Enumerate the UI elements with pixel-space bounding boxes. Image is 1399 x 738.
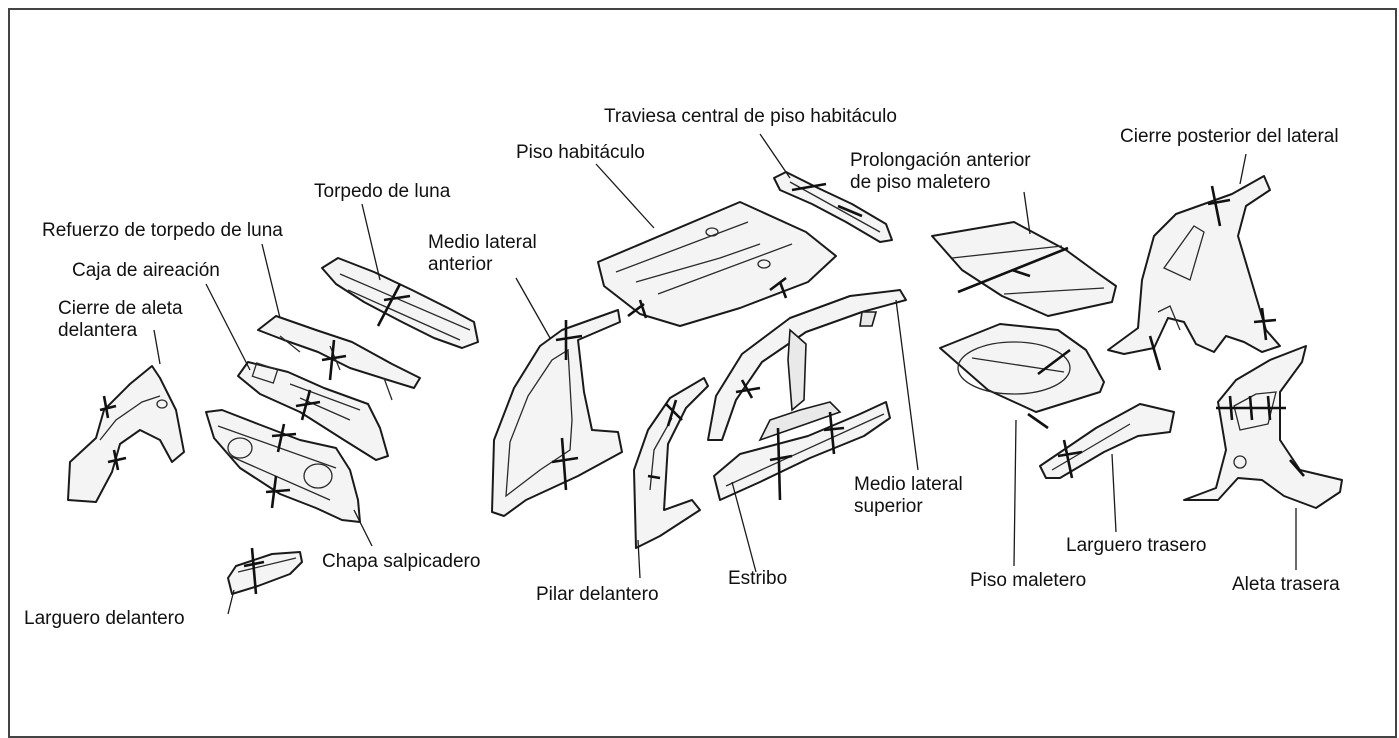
label-traviesa-central: Traviesa central de piso habitáculo (604, 106, 897, 127)
label-refuerzo-torpedo: Refuerzo de torpedo de luna (42, 220, 283, 241)
label-torpedo-luna: Torpedo de luna (314, 181, 451, 202)
rear-quarter-panel-part (1183, 345, 1343, 509)
leader-estribo (731, 481, 757, 573)
leader-piso-habitaculo (595, 163, 655, 229)
cowl-top-part (321, 257, 479, 349)
sill-part (713, 401, 891, 501)
label-piso-habitaculo: Piso habitáculo (516, 142, 645, 163)
label-larguero-trasero: Larguero trasero (1066, 535, 1207, 556)
label-cierre-posterior: Cierre posterior del lateral (1120, 126, 1339, 147)
leader-lines (153, 133, 1297, 615)
rear-side-closure-part (1107, 175, 1281, 371)
label-medio-lateral-superior: Medio lateral superior (854, 474, 963, 517)
rear-rail-part (1039, 403, 1175, 479)
leader-larguero-delantero (227, 589, 235, 615)
leader-cierre-aleta (153, 329, 161, 365)
label-larguero-delantero: Larguero delantero (24, 608, 185, 629)
label-cierre-aleta: Cierre de aleta delantera (58, 298, 183, 341)
label-pilar-delantero: Pilar delantero (536, 584, 659, 605)
leader-cierre-posterior (1239, 153, 1247, 185)
floor-crossmember-part (773, 171, 893, 243)
label-chapa-salpicadero: Chapa salpicadero (322, 551, 481, 572)
cabin-floor-part (597, 201, 837, 327)
label-caja-aireacion: Caja de aireación (72, 260, 220, 281)
leader-chapa (353, 509, 373, 547)
bulkhead-part (205, 409, 361, 523)
front-side-panel-part (491, 309, 623, 517)
air-box-part (237, 361, 389, 461)
leader-traviesa (759, 133, 791, 179)
leader-prolongacion (1023, 191, 1031, 235)
label-piso-maletero: Piso maletero (970, 570, 1087, 591)
leader-pilar (637, 539, 641, 579)
leader-medio-anterior (515, 277, 551, 339)
leader-medio-superior (895, 299, 919, 471)
leader-larguero-trasero (1111, 453, 1117, 533)
front-rail-part (227, 547, 303, 595)
leader-caja-aireacion (205, 283, 251, 371)
cowl-reinforcement-part (257, 315, 421, 401)
leader-piso-maletero (1013, 419, 1017, 567)
label-estribo: Estribo (728, 568, 788, 589)
a-pillar-part (633, 377, 709, 549)
leader-refuerzo (261, 243, 281, 319)
label-aleta-trasera: Aleta trasera (1232, 574, 1340, 595)
label-prolongacion-anterior: Prolongación anterior de piso maletero (850, 150, 1031, 193)
leader-torpedo (361, 203, 381, 281)
upper-side-panel-part (707, 289, 907, 441)
trunk-floor-extension-part (931, 221, 1117, 317)
trunk-floor-part (939, 323, 1105, 430)
front-fender-part (67, 365, 185, 503)
label-medio-lateral-anterior: Medio lateral anterior (428, 232, 537, 275)
